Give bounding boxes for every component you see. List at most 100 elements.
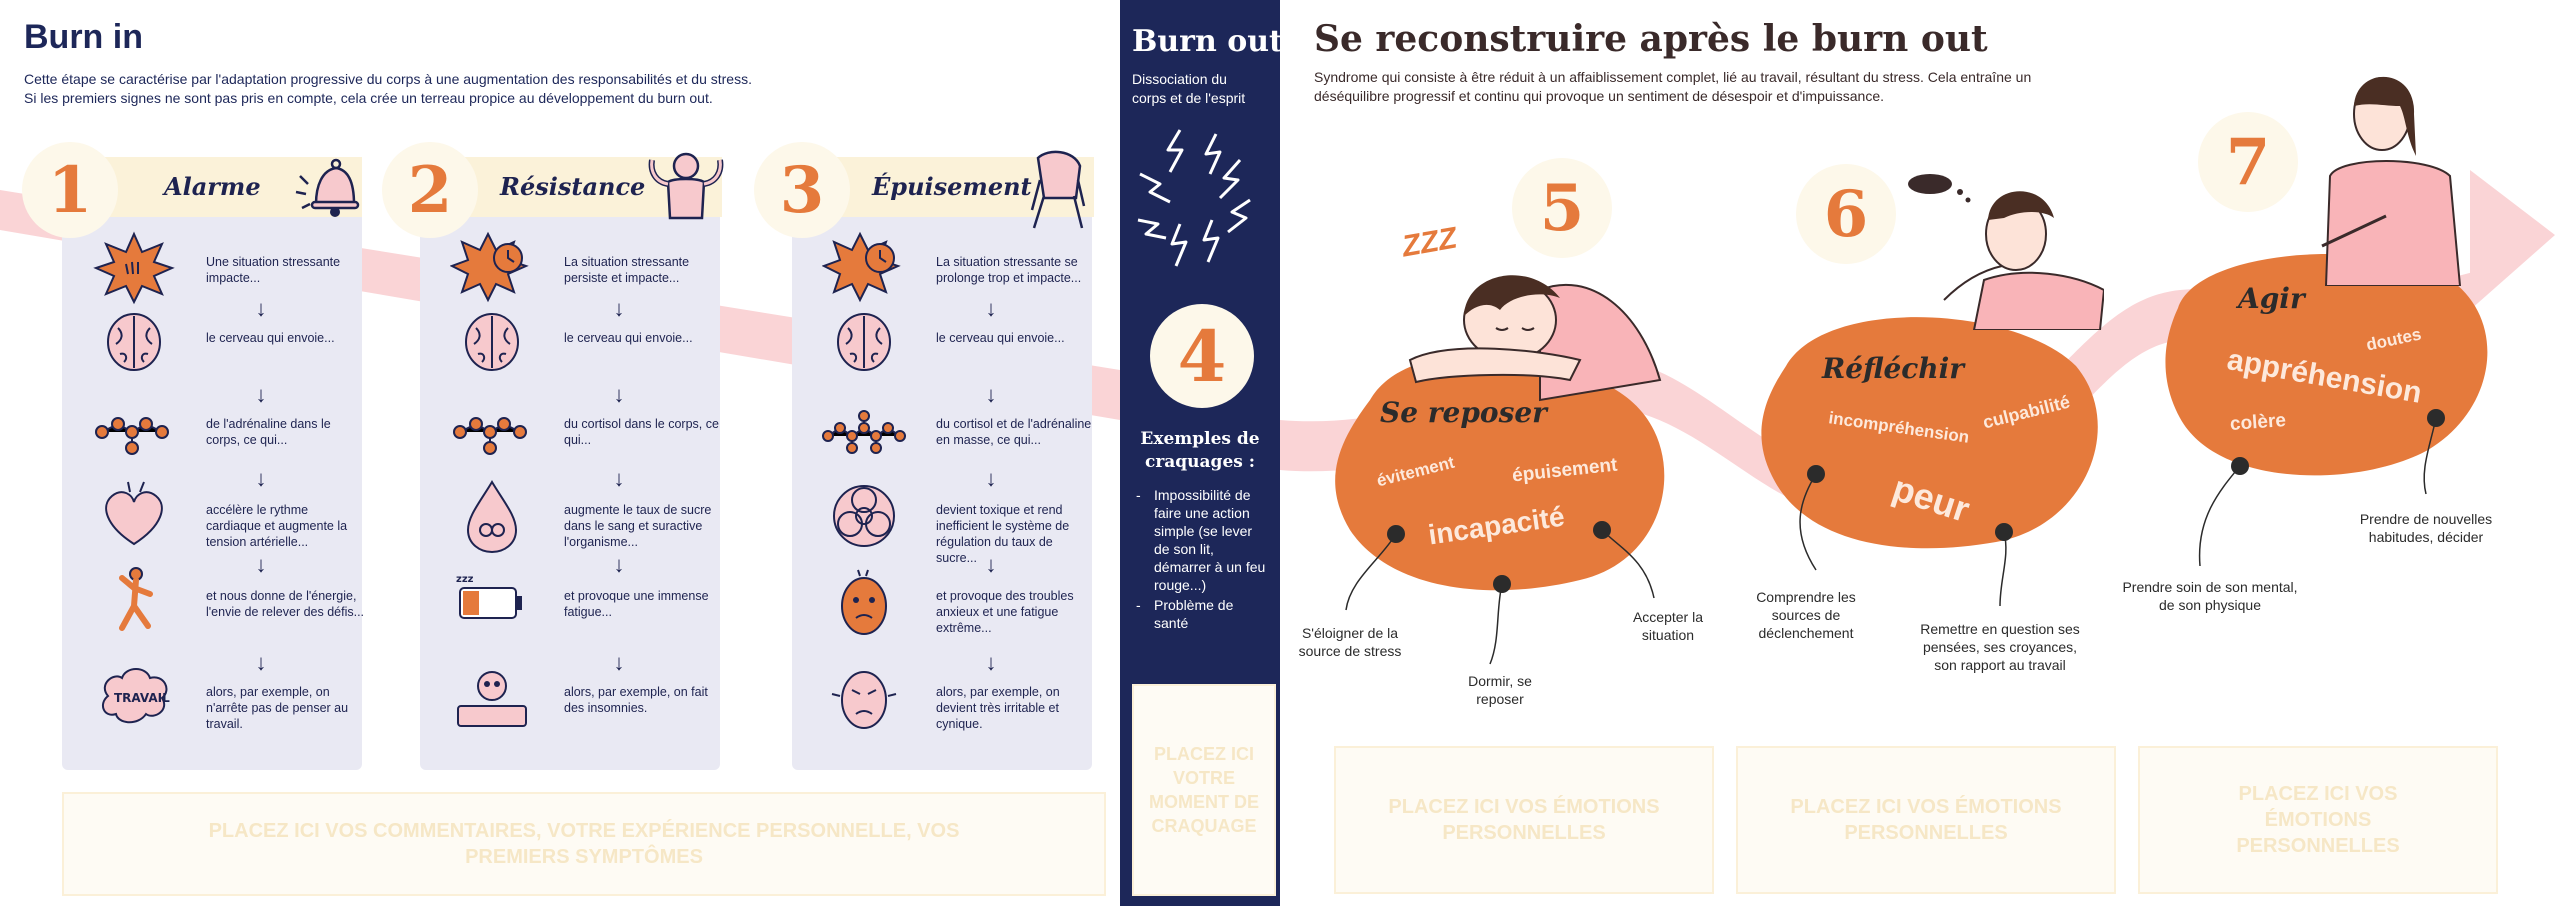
- phase-2-step-text: le cerveau qui envoie...: [564, 331, 693, 345]
- angry-face-icon: [831, 671, 897, 729]
- phase-2-step-text: et provoque une immense fatigue...: [564, 589, 709, 619]
- stage-title-5: Se reposer: [1380, 396, 1547, 429]
- bell-icon: [295, 158, 360, 217]
- molecule-icon: [95, 417, 169, 455]
- phase-1-step-text: accélère le rythme cardiaque et augmente…: [206, 503, 348, 549]
- emotions-box-text: PLACEZ ICI VOS ÉMOTIONS PERSONNELLES: [1790, 796, 2062, 844]
- burn-in-title: Burn in: [24, 18, 143, 56]
- down-arrow-icon: ↓: [985, 382, 997, 407]
- action-stage5-2: Dormir, se reposer: [1468, 673, 1532, 707]
- example-item: Impossibilité de faire une action simple…: [1134, 486, 1270, 594]
- stage-title-7: Agir: [2238, 282, 2305, 315]
- stage-number-5: 5: [1512, 158, 1612, 258]
- examples-title: Exemples de craquages :: [1140, 429, 1260, 472]
- action-stage7-1: Prendre soin de son mental, de son physi…: [2122, 579, 2298, 613]
- action-stage6-2: Remettre en question ses pensées, ses cr…: [1920, 621, 2080, 673]
- phase-number-1: 1: [22, 142, 118, 238]
- blob-agir: [2165, 254, 2488, 476]
- down-arrow-icon: ↓: [613, 552, 625, 577]
- low-battery-icon: zzz: [456, 574, 522, 619]
- svg-text:zzz: zzz: [456, 574, 474, 585]
- down-arrow-icon: ↓: [255, 650, 267, 675]
- exhausted-person-icon: [1030, 150, 1086, 229]
- phase-1-step-text: alors, par exemple, on n'arrête pas de p…: [206, 685, 349, 731]
- phase-1-step-text: le cerveau qui envoie...: [206, 331, 335, 345]
- burn-in-description-line1: Cette étape se caractérise par l'adaptat…: [24, 71, 752, 87]
- down-arrow-icon: ↓: [613, 650, 625, 675]
- moment-box-text: PLACEZ ICI VOTRE MOMENT DE CRAQUAGE: [1149, 744, 1259, 836]
- burn-in-description-line2: Si les premiers signes ne sont pas pris …: [24, 90, 713, 106]
- phase-title-2: Résistance: [500, 172, 646, 201]
- emotion-colere: colère: [2229, 410, 2287, 435]
- brain-icon: [107, 313, 161, 371]
- strong-person-icon: [648, 152, 724, 220]
- blob-reflechir: [1761, 317, 2098, 549]
- down-arrow-icon: ↓: [985, 466, 997, 491]
- phase-3-step-text: le cerveau qui envoie...: [936, 331, 1065, 345]
- burn-out-title: Burn out: [1132, 24, 1283, 59]
- insomnia-icon: [457, 671, 527, 727]
- stage-title-6: Réfléchir: [1822, 352, 1965, 385]
- work-thought-icon: TRAVAIL: [101, 668, 170, 724]
- stage-number-6: 6: [1796, 164, 1896, 264]
- action-stage7-2: Prendre de nouvelles habitudes, décider: [2359, 511, 2493, 545]
- examples-list: Impossibilité de faire une action simple…: [1134, 486, 1270, 634]
- stress-burst-icon: [93, 231, 175, 305]
- brain-icon: [837, 313, 891, 371]
- phase-3-step-text: du cortisol et de l'adrénaline en masse,…: [936, 417, 1092, 447]
- rebuild-title: Se reconstruire après le burn out: [1314, 18, 1988, 60]
- brain-icon: [465, 313, 519, 371]
- down-arrow-icon: ↓: [255, 552, 267, 577]
- comment-box[interactable]: PLACEZ ICI VOS COMMENTAIRES, VOTRE EXPÉR…: [62, 792, 1106, 896]
- phase-2-step-text: alors, par exemple, on fait des insomnie…: [564, 685, 708, 715]
- resting-person-icon: [1408, 275, 1662, 402]
- rebuild-description: Syndrome qui consiste à être réduit à un…: [1314, 69, 2032, 104]
- active-person-icon: [2321, 76, 2462, 286]
- emotions-box-5[interactable]: PLACEZ ICI VOS ÉMOTIONS PERSONNELLES: [1334, 746, 1714, 894]
- phase-number-3: 3: [754, 142, 850, 238]
- anxious-face-icon: [841, 569, 887, 635]
- phase-title-1: Alarme: [164, 172, 261, 201]
- biohazard-icon: [833, 485, 895, 547]
- stress-clock-icon: [822, 231, 901, 303]
- down-arrow-icon: ↓: [985, 650, 997, 675]
- phase-1-step-text: de l'adrénaline dans le corps, ce qui...: [206, 417, 331, 447]
- emotions-box-text: PLACEZ ICI VOS ÉMOTIONS PERSONNELLES: [1388, 796, 1660, 844]
- down-arrow-icon: ↓: [985, 552, 997, 577]
- svg-text:TRAVAIL: TRAVAIL: [114, 691, 170, 705]
- phase-2-step-text: La situation stressante persiste et impa…: [564, 255, 690, 285]
- down-arrow-icon: ↓: [255, 382, 267, 407]
- down-arrow-icon: ↓: [613, 466, 625, 491]
- molecule-chain-icon: [822, 410, 906, 454]
- emotions-box-7[interactable]: PLACEZ ICI VOS ÉMOTIONS PERSONNELLES: [2138, 746, 2498, 894]
- emotions-box-text: PLACEZ ICI VOS ÉMOTIONS PERSONNELLES: [2236, 783, 2400, 857]
- phase-3-step-text: alors, par exemple, on devient très irri…: [936, 685, 1060, 731]
- stage-number-7: 7: [2198, 112, 2298, 212]
- emotions-box-6[interactable]: PLACEZ ICI VOS ÉMOTIONS PERSONNELLES: [1736, 746, 2116, 894]
- blob-se-reposer: [1335, 354, 1665, 591]
- phase-2-step-text: du cortisol dans le corps, ce qui...: [564, 417, 719, 447]
- thinking-person-icon: [1908, 174, 2104, 330]
- phase-1-step-text: et nous donne de l'énergie, l'envie de r…: [206, 589, 365, 619]
- moment-box[interactable]: PLACEZ ICI VOTRE MOMENT DE CRAQUAGE: [1132, 684, 1276, 896]
- phase-3-step-text: La situation stressante se prolonge trop…: [936, 255, 1082, 285]
- action-stage5-1: S'éloigner de la source de stress: [1298, 625, 1402, 659]
- down-arrow-icon: ↓: [985, 296, 997, 321]
- molecule-icon: [453, 417, 527, 455]
- stage-number-4: 4: [1150, 304, 1254, 408]
- down-arrow-icon: ↓: [613, 296, 625, 321]
- phase-3-step-text: et provoque des troubles anxieux et une …: [936, 589, 1074, 635]
- phase-2-step-text: augmente le taux de sucre dans le sang e…: [564, 503, 712, 549]
- lightning-icon: [1137, 129, 1251, 267]
- burn-out-subtitle: Dissociation du corps et de l'esprit: [1132, 71, 1246, 106]
- phase-3-step-text: devient toxique et rend inefficient le s…: [936, 503, 1070, 565]
- phase-1-step-text: Une situation stressante impacte...: [206, 255, 341, 285]
- phase-title-3: Épuisement: [872, 172, 1032, 201]
- down-arrow-icon: ↓: [255, 466, 267, 491]
- down-arrow-icon: ↓: [255, 296, 267, 321]
- down-arrow-icon: ↓: [613, 382, 625, 407]
- phase-number-2: 2: [382, 142, 478, 238]
- energetic-person-icon: [119, 567, 153, 631]
- blood-drop-icon: [466, 480, 518, 554]
- comment-box-text: PLACEZ ICI VOS COMMENTAIRES, VOTRE EXPÉR…: [208, 820, 960, 868]
